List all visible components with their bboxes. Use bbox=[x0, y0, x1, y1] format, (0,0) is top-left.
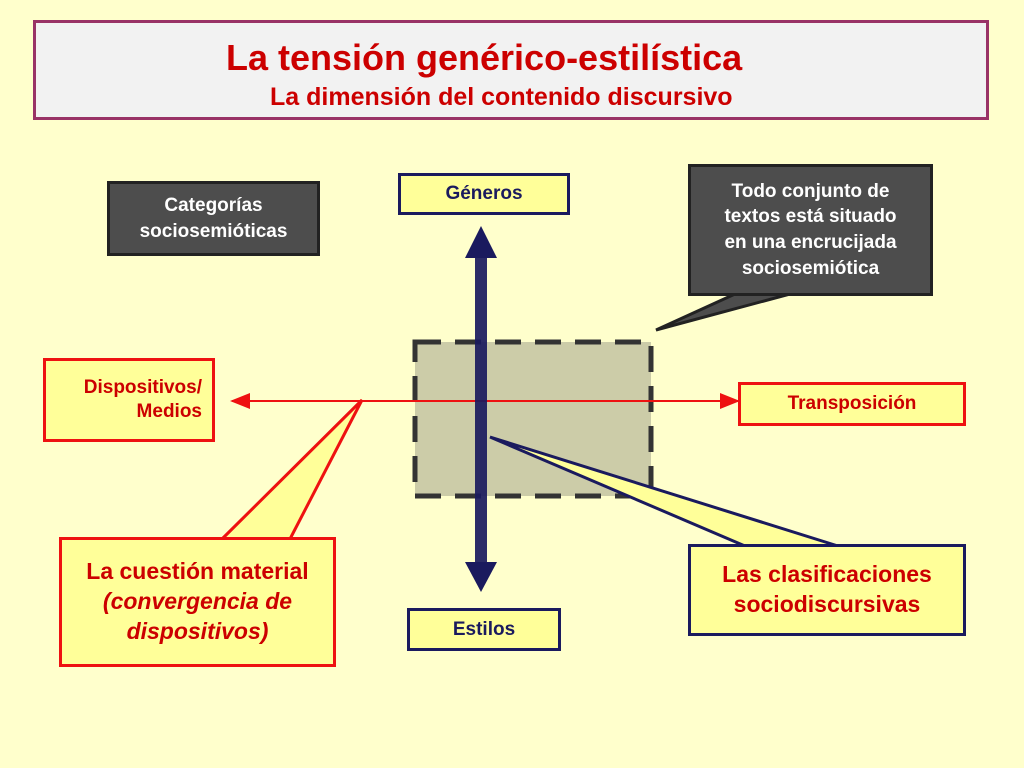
callout-encrucijada-line-4: sociosemiótica bbox=[741, 257, 880, 279]
categorias-line-1: Categorías bbox=[164, 194, 263, 216]
generos-label: Géneros bbox=[445, 183, 523, 204]
callout-encrucijada-line-1: Todo conjunto de bbox=[731, 180, 890, 202]
estilos-label: Estilos bbox=[452, 618, 516, 640]
categorias-line-2: sociosemióticas bbox=[139, 220, 288, 242]
callout-material-line-1: La cuestión material bbox=[86, 558, 309, 585]
generos-box: Géneros bbox=[398, 173, 570, 215]
transposicion-box: Transposición bbox=[738, 382, 966, 426]
slide-subtitle: La dimensión del contenido discursivo bbox=[270, 83, 733, 111]
callout-clasificaciones-line-2: sociodiscursivas bbox=[733, 591, 921, 617]
callout-clasificaciones: Las clasificaciones sociodiscursivas bbox=[688, 544, 966, 636]
slide-title: La tensión genérico-estilística bbox=[226, 37, 743, 78]
callout-material-line-3: dispositivos) bbox=[126, 617, 269, 644]
callout-clasificaciones-line-1: Las clasificaciones bbox=[722, 561, 932, 588]
crossroads-area bbox=[412, 339, 654, 499]
callout-material: La cuestión material (convergencia de di… bbox=[59, 537, 336, 667]
callout-encrucijada-line-2: textos está situado bbox=[724, 206, 897, 228]
estilos-box: Estilos bbox=[407, 608, 561, 651]
transposicion-label: Transposición bbox=[787, 393, 917, 415]
callout-material-tail bbox=[220, 398, 364, 541]
categorias-label-box: Categorías sociosemióticas bbox=[107, 181, 320, 256]
dispositivos-line-1: Dispositivos/ bbox=[83, 377, 202, 399]
callout-material-line-2: (convergencia de bbox=[102, 588, 293, 615]
dispositivos-box: Dispositivos/ Medios bbox=[43, 358, 215, 442]
callout-encrucijada-line-3: en una encrucijada bbox=[724, 232, 897, 253]
callout-encrucijada: Todo conjunto de textos está situado en … bbox=[688, 164, 933, 296]
callout-encrucijada-tail bbox=[655, 292, 791, 332]
vertical-axis-arrow bbox=[465, 226, 497, 592]
dispositivos-line-2: Medios bbox=[136, 401, 202, 422]
title-box: La tensión genérico-estilística La dimen… bbox=[33, 20, 989, 120]
